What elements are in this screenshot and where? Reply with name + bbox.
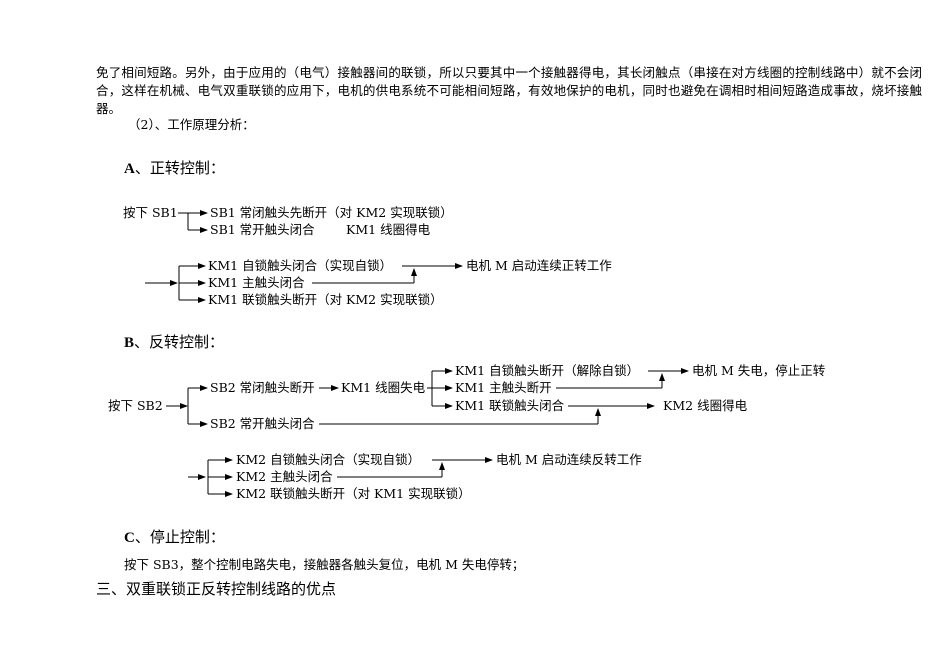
forward-heading: A、正转控制： — [124, 159, 225, 178]
km1-self-lock-open: KM1 自锁触头断开（解除自锁） — [455, 363, 640, 378]
section-three-heading: 三、双重联锁正反转控制线路的优点 — [96, 580, 337, 598]
motor-forward-run: 电机 M 启动连续正转工作 — [466, 258, 612, 273]
sb2-nc-open: SB2 常闭触头断开 — [210, 380, 315, 395]
stop-letter: C — [124, 530, 135, 546]
forward-letter: A — [124, 161, 135, 177]
km2-main-close: KM2 主触头闭合 — [236, 469, 333, 484]
motor-stop-forward: 电机 M 失电，停止正转 — [692, 363, 826, 378]
reverse-heading: B、反转控制： — [124, 333, 224, 352]
km1-interlock-open: KM1 联锁触头断开（对 KM2 实现联锁） — [208, 292, 443, 307]
stop-description: 按下 SB3，整个控制电路失电，接触器各触头复位，电机 M 失电停转； — [124, 557, 525, 572]
km1-main-open: KM1 主触头断开 — [455, 380, 552, 395]
motor-reverse-run: 电机 M 启动连续反转工作 — [496, 452, 642, 467]
sb2-no-close: SB2 常开触头闭合 — [210, 416, 315, 431]
sb1-nc-open: SB1 常闭触头先断开（对 KM2 实现联锁） — [210, 205, 453, 220]
km1-self-lock-close: KM1 自锁触头闭合（实现自锁） — [208, 258, 393, 273]
km2-interlock-open: KM2 联锁触头断开（对 KM1 实现联锁） — [236, 486, 471, 501]
km2-coil-energized: KM2 线圈得电 — [663, 398, 748, 413]
stop-title: 、停止控制： — [134, 528, 225, 546]
km2-self-lock-close: KM2 自锁触头闭合（实现自锁） — [236, 452, 421, 467]
km1-coil-loss: KM1 线圈失电 — [341, 380, 426, 395]
intro-paragraph: 免了相间短路。另外，由于应用的（电气）接触器间的联锁，所以只要其中一个接触器得电… — [96, 65, 922, 116]
reverse-letter: B — [124, 335, 135, 351]
principle-heading: （2）、工作原理分析： — [128, 117, 255, 132]
forward-title: 、正转控制： — [134, 159, 225, 177]
km1-coil-energized: KM1 线圈得电 — [346, 222, 431, 237]
km1-main-close: KM1 主触头闭合 — [208, 275, 305, 290]
stop-heading: C、停止控制： — [124, 528, 225, 547]
sb1-no-close: SB1 常开触头闭合 — [210, 222, 315, 237]
reverse-title: 、反转控制： — [134, 333, 225, 351]
press-sb1: 按下 SB1 — [123, 205, 178, 220]
km1-interlock-close: KM1 联锁触头闭合 — [455, 398, 565, 413]
press-sb2: 按下 SB2 — [108, 398, 163, 413]
